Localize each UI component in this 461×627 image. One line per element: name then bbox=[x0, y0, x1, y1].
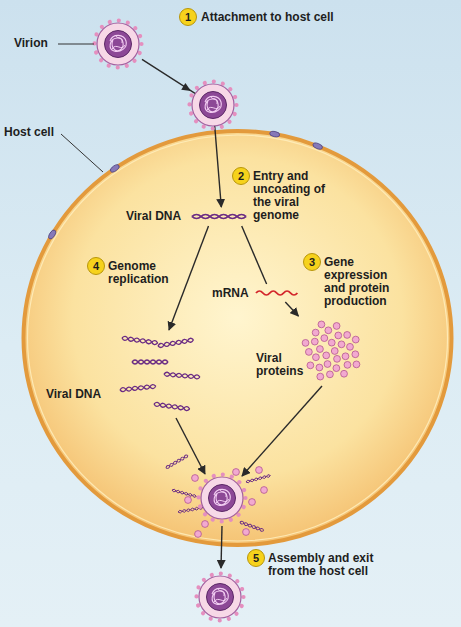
step-label: Entry and uncoating of the viral genome bbox=[253, 170, 337, 222]
exiting-virion bbox=[197, 574, 244, 621]
protein-dot bbox=[318, 321, 325, 328]
protein-dot bbox=[317, 346, 324, 353]
protein-dot bbox=[243, 529, 250, 536]
dna-strand bbox=[120, 384, 156, 392]
protein-dot bbox=[335, 332, 342, 339]
dna-strand bbox=[158, 338, 194, 348]
node-label: mRNA bbox=[212, 287, 249, 300]
dna-copies: Viral DNA bbox=[46, 330, 206, 420]
protein-dot bbox=[305, 349, 312, 356]
protein-dot bbox=[312, 329, 319, 336]
protein-dot bbox=[249, 499, 256, 506]
step-label: Attachment to host cell bbox=[201, 11, 334, 24]
protein-dot bbox=[333, 365, 340, 372]
protein-dot bbox=[192, 475, 199, 482]
protein-dot bbox=[325, 327, 332, 334]
dna-strand bbox=[246, 474, 271, 483]
dna-strand bbox=[122, 336, 158, 345]
receptor bbox=[47, 229, 57, 240]
protein-dot bbox=[347, 343, 354, 350]
protein-dot bbox=[317, 373, 324, 380]
protein-dot bbox=[185, 497, 192, 504]
step-label: Gene expression and protein production bbox=[324, 256, 400, 308]
protein-dot bbox=[341, 370, 348, 377]
flow-arrow bbox=[285, 302, 298, 316]
protein-dot bbox=[307, 362, 314, 369]
protein-dot bbox=[316, 364, 323, 371]
leader-line bbox=[58, 44, 94, 45]
node-label: Viral DNA bbox=[126, 210, 181, 223]
dna-strand bbox=[132, 360, 168, 364]
callout-number: 2 bbox=[232, 167, 250, 185]
callout-number: 4 bbox=[87, 257, 105, 275]
protein-dot bbox=[338, 341, 345, 348]
receptor bbox=[269, 131, 280, 138]
node-label: Viral DNA bbox=[46, 388, 101, 401]
virion-shape bbox=[94, 20, 142, 68]
leader-line bbox=[61, 134, 103, 172]
flow-arrow bbox=[142, 59, 221, 207]
arrow-head bbox=[181, 83, 191, 91]
protein-dot bbox=[311, 338, 318, 345]
assembling-virion bbox=[199, 475, 246, 522]
protein-cluster: Viral proteins bbox=[256, 316, 366, 386]
protein-dot bbox=[352, 336, 359, 343]
flow-arrow bbox=[242, 386, 322, 476]
protein-dot bbox=[352, 351, 359, 358]
receptor bbox=[312, 142, 323, 150]
dna-copies-symbol bbox=[112, 330, 206, 420]
node-label: Virion bbox=[14, 37, 48, 50]
dna-strand bbox=[164, 372, 200, 379]
node-label: Viral proteins bbox=[256, 352, 312, 378]
protein-dot bbox=[344, 332, 351, 339]
flow-arrow bbox=[242, 226, 267, 284]
assembly-parts bbox=[165, 454, 270, 537]
protein-dot bbox=[233, 469, 240, 476]
mrna-symbol bbox=[254, 284, 300, 302]
protein-dot bbox=[331, 348, 338, 355]
protein-dot bbox=[202, 521, 209, 528]
protein-dot bbox=[256, 467, 263, 474]
protein-dot bbox=[261, 487, 268, 494]
protein-dot bbox=[323, 352, 330, 359]
dna-strand bbox=[154, 402, 190, 411]
dna-strand bbox=[165, 454, 188, 469]
protein-dot bbox=[328, 339, 335, 346]
dna-item: Viral DNA bbox=[126, 207, 248, 226]
flow-arrow bbox=[176, 418, 205, 474]
callout-number: 1 bbox=[179, 8, 197, 26]
protein-dot bbox=[344, 361, 351, 368]
receptor bbox=[109, 163, 120, 173]
membrane-inner-line bbox=[28, 135, 448, 541]
step-label: Genome replication bbox=[108, 260, 180, 286]
protein-dot bbox=[302, 339, 309, 346]
cell-membrane bbox=[24, 131, 452, 545]
flow-arrow bbox=[221, 526, 222, 568]
protein-dot bbox=[334, 355, 341, 362]
callout-number: 3 bbox=[303, 253, 321, 271]
protein-dot bbox=[333, 323, 340, 330]
dna-strand bbox=[172, 489, 197, 498]
protein-dot bbox=[327, 371, 334, 378]
protein-dot bbox=[195, 531, 202, 538]
attached-virion bbox=[190, 82, 237, 129]
protein-dot bbox=[324, 361, 331, 368]
node-label: Host cell bbox=[4, 126, 54, 139]
protein-dot bbox=[353, 361, 360, 368]
callout-number: 5 bbox=[247, 549, 265, 567]
mrna-item: mRNA bbox=[212, 284, 300, 302]
mrna-strand bbox=[256, 291, 297, 295]
dna-symbol bbox=[190, 207, 248, 226]
dna-strand bbox=[192, 215, 246, 219]
virion-drawing bbox=[95, 21, 142, 68]
protein-dots bbox=[296, 316, 366, 386]
flow-arrow bbox=[169, 226, 209, 330]
protein-dot bbox=[313, 354, 320, 361]
virion-particle: Virion bbox=[94, 20, 142, 68]
protein-dot bbox=[342, 353, 349, 360]
step-label: Assembly and exit from the host cell bbox=[268, 552, 388, 578]
protein-dot bbox=[321, 335, 328, 342]
